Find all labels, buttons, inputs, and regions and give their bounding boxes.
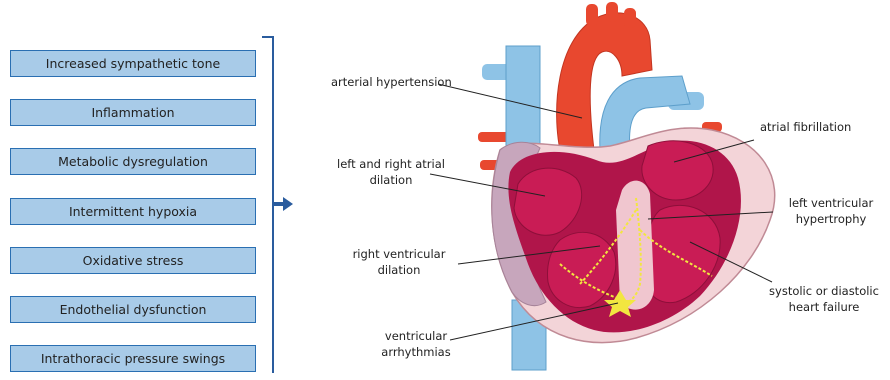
septum bbox=[616, 181, 654, 310]
label-lv-hypertrophy: left ventricular hypertrophy bbox=[776, 195, 886, 227]
label-ventricular-arrhythmias: ventricular arrhythmias bbox=[366, 328, 466, 360]
aortic-branch-2 bbox=[606, 2, 618, 22]
aortic-branch-3 bbox=[624, 8, 636, 28]
label-arterial-hypertension: arterial hypertension bbox=[331, 74, 452, 90]
label-rv-dilation: right ventricular dilation bbox=[344, 246, 454, 278]
left-atrium bbox=[642, 141, 713, 200]
aortic-branch-1 bbox=[586, 4, 598, 26]
pulmonary-vein-left-upper bbox=[478, 132, 510, 142]
label-atrial-fibrillation: atrial fibrillation bbox=[760, 119, 851, 135]
label-heart-failure: systolic or diastolic heart failure bbox=[762, 283, 886, 315]
label-atrial-dilation: left and right atrial dilation bbox=[326, 156, 456, 188]
